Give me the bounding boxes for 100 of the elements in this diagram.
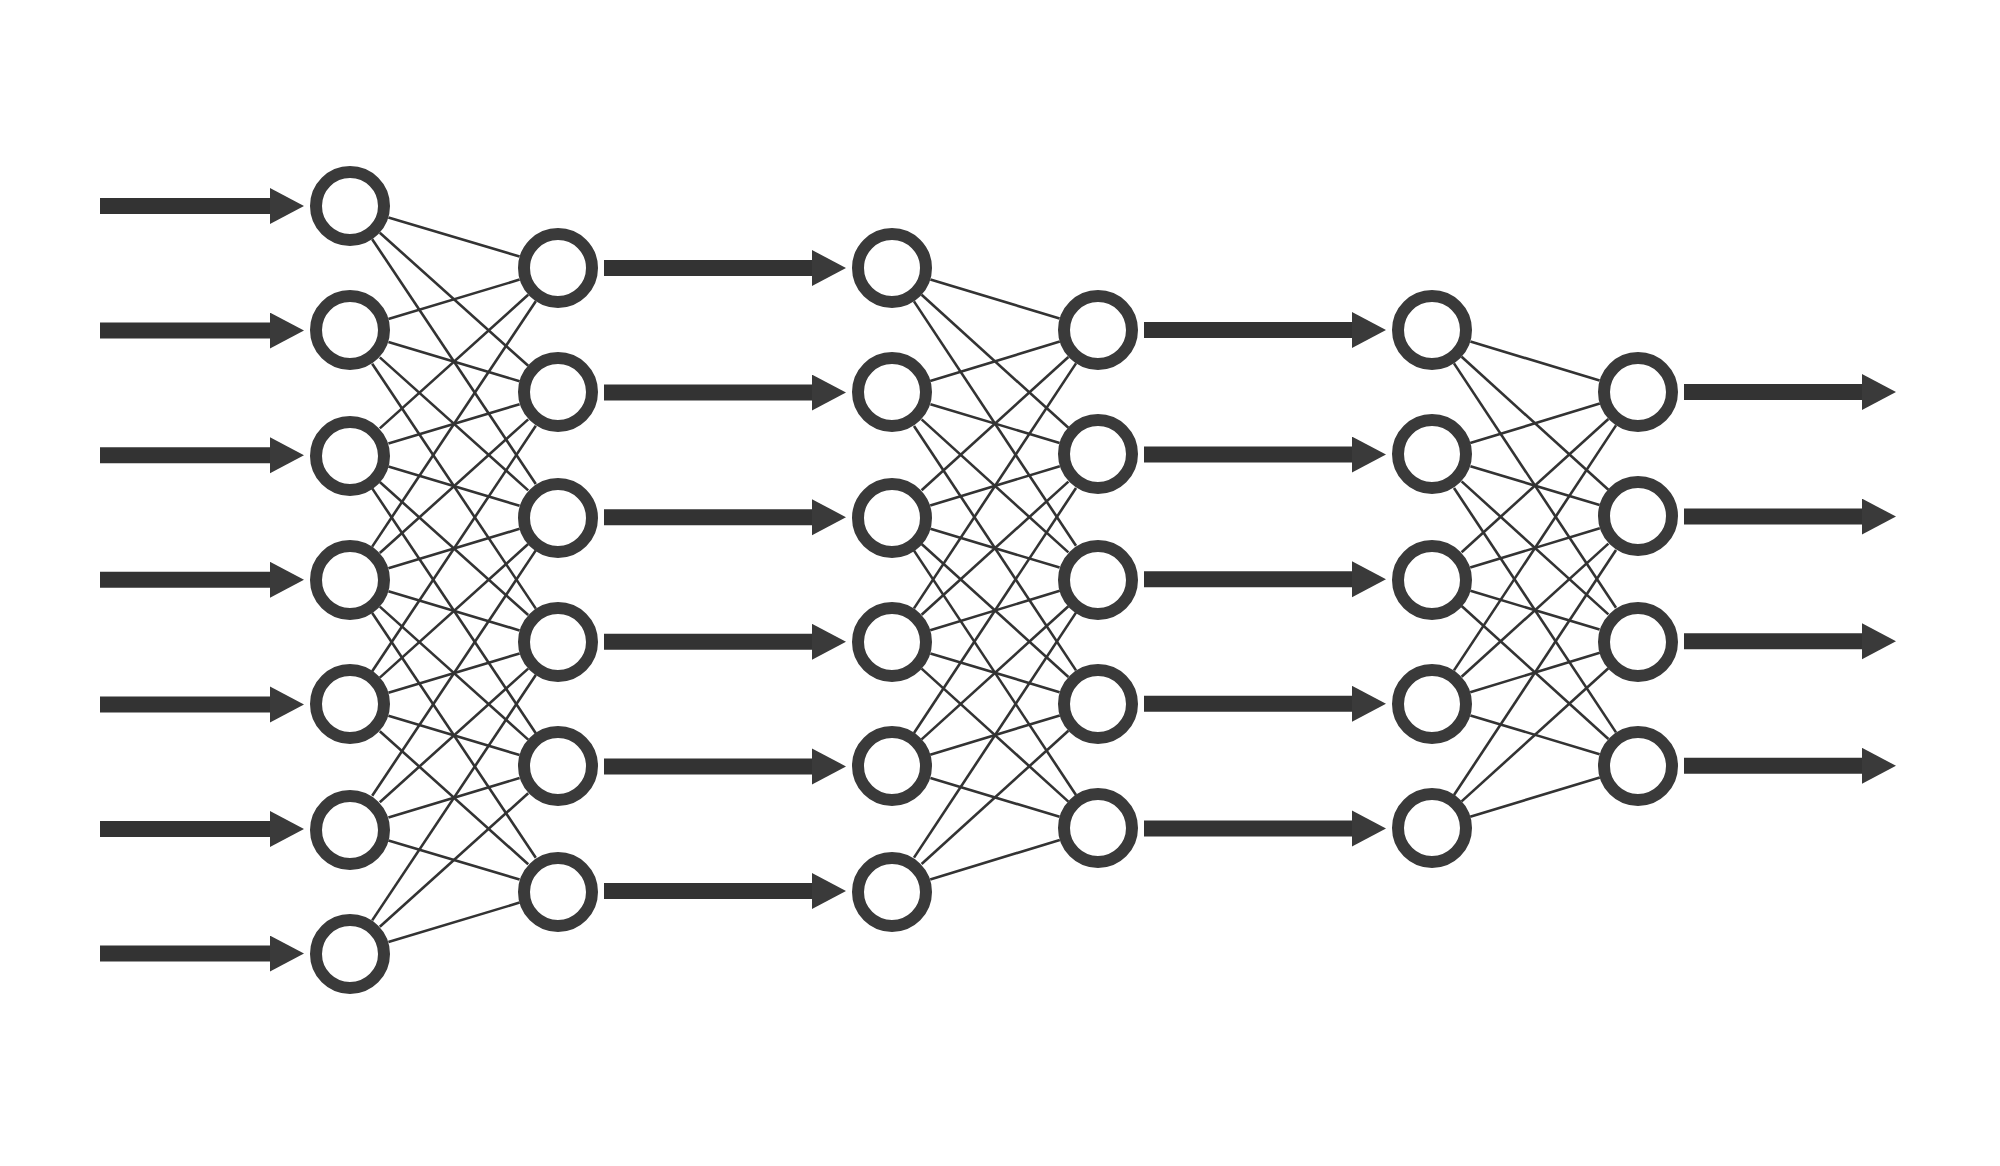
connection-line [388,402,520,445]
connection-line [388,216,520,258]
neuron-circle [518,228,598,308]
connection-line [371,674,537,922]
arrow [604,623,846,660]
connection-line [378,605,530,741]
connection-line [912,487,1078,734]
arrow [1144,810,1386,847]
connection-line [1452,424,1618,672]
connection-line [1470,589,1600,631]
connection-line [1470,340,1600,382]
connection-line [388,776,520,819]
connection-line [930,652,1060,694]
connection-line [388,278,520,321]
arrow [604,748,846,785]
neuron-circle [1392,539,1472,620]
connection-line [929,589,1061,632]
connection-line [378,293,530,430]
connection-line [920,480,1070,616]
neuron-circle [1598,725,1678,806]
arrow [1144,436,1386,473]
neuron-circle [310,166,390,246]
arrow [100,312,304,349]
arrow [100,686,304,723]
neuron-circle [1058,788,1138,869]
neuron-circle [1058,290,1138,370]
connection-line [1460,355,1610,491]
connection-line [930,402,1060,445]
connection-line [371,612,537,859]
neuron-circle [310,913,390,994]
arrow [604,499,846,536]
arrow [100,935,304,972]
connection-line [920,356,1070,492]
neuron-circle [852,228,932,308]
connection-line [920,293,1070,429]
neuron-circle [1058,414,1138,495]
arrow [604,374,846,411]
connection-line [929,838,1061,881]
connection-line [1452,362,1618,609]
connection-line [1460,605,1610,740]
connection-line [371,238,537,485]
arrow [1144,561,1386,598]
connection-line [371,425,537,672]
connection-line [1452,487,1618,734]
neuron-circle [852,601,932,682]
neuron-circle [1598,476,1678,557]
connection-line [371,487,537,734]
connection-line [371,300,537,548]
arrow [100,437,304,474]
arrow [100,561,304,598]
arrow [604,873,846,909]
neuron-circle [1392,414,1472,495]
connection-line [929,340,1061,383]
connection-line [929,464,1061,507]
connection-line [920,543,1070,678]
connection-line [912,300,1078,547]
neuron-circle [1598,601,1678,682]
arrow [100,811,304,847]
arrow [1144,312,1386,348]
neuron-circle [310,290,390,371]
connection-line [371,549,537,797]
neuron-circle [518,352,598,433]
connection-line [378,356,530,492]
connection-line [920,667,1070,803]
arrow [1684,374,1896,410]
connection-line [388,465,520,508]
neuron-circle [310,664,390,745]
connection-line [1470,464,1600,507]
connection-line [371,363,537,610]
connection-line [1469,651,1601,694]
connection-line [930,776,1060,819]
arrow [100,188,304,224]
connection-line [378,543,530,679]
neuron-circle [518,726,598,807]
arrow [1684,623,1896,660]
connection-line [912,425,1078,672]
connection-line [1469,776,1601,819]
connection-line [1452,549,1618,796]
neuron-circle [852,352,932,433]
neuron-circle [310,539,390,620]
connection-line [920,418,1070,554]
connection-line [930,527,1060,569]
connection-line [920,729,1070,865]
neuron-circle [852,851,932,931]
connection-line [1460,667,1610,803]
arrow [1684,498,1896,535]
connection-line [388,652,520,695]
neuron-circle [1598,352,1678,432]
neuron-circle [310,789,390,869]
connection-line [378,730,530,866]
neuron-circle [518,601,598,682]
connection-line [1460,480,1610,616]
connection-line [1460,418,1610,554]
connection-line [912,549,1078,796]
connection-line [388,340,520,383]
neuron-circle [1058,539,1138,620]
connection-line [912,611,1078,859]
neuron-circle [852,726,932,807]
connection-line [378,792,530,928]
arrow [604,250,846,286]
